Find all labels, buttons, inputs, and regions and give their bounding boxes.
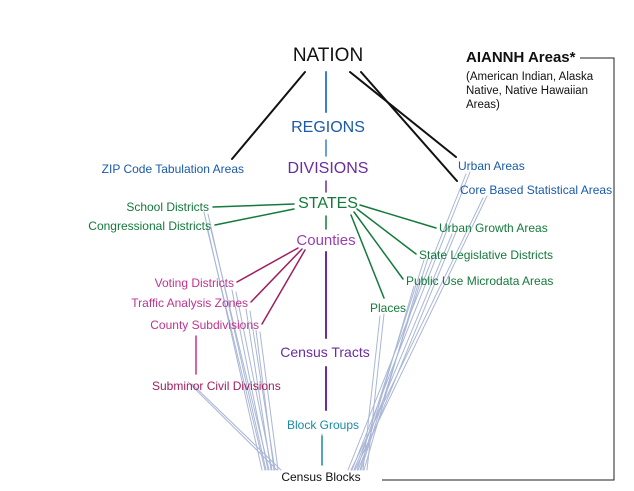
fan-line-left-5: [187, 381, 278, 471]
node-nation: NATION: [292, 45, 364, 66]
node-county-subdivisions: County Subdivisions: [150, 318, 259, 332]
fan-line-left-b-4: [259, 331, 279, 471]
link-states-urban-growth-areas: [359, 204, 437, 229]
fan-line-left-3: [245, 308, 272, 471]
link-states-places: [350, 214, 385, 299]
node-urban-growth-areas: Urban Growth Areas: [439, 221, 548, 235]
fan-line-right-4: [363, 283, 419, 471]
link-counties-voting-districts: [236, 247, 299, 283]
fan-line-right-0: [351, 171, 471, 471]
node-states: STATES: [298, 195, 358, 212]
node-census-tracts: Census Tracts: [280, 344, 370, 360]
node-state-legislative-districts: State Legislative Districts: [419, 248, 554, 262]
node-voting-districts: Voting Districts: [154, 276, 234, 290]
node-congressional-districts: Congressional Districts: [88, 219, 211, 233]
fan-line-right-b-5: [362, 315, 381, 471]
fan-line-left-2: [231, 289, 269, 471]
node-divisions: DIVISIONS: [287, 160, 369, 177]
fan-line-left-4: [255, 329, 275, 471]
fan-line-right-5: [366, 313, 385, 471]
aiannh-note: (American Indian, Alaska Native, Native …: [466, 71, 594, 111]
node-urban-areas: Urban Areas: [458, 159, 525, 173]
node-counties: Counties: [296, 232, 356, 249]
fan-line-right-2: [357, 231, 457, 471]
link-aiannh-census-blocks: [382, 57, 615, 481]
link-nation-cbsa: [360, 71, 458, 182]
link-states-school-districts: [212, 203, 295, 208]
link-nation-urban-areas: [349, 71, 457, 158]
node-subminor-civil-divisions: Subminor Civil Divisions: [152, 379, 281, 393]
fan-line-left-b-5: [191, 383, 282, 471]
link-states-congressional-districts: [214, 208, 295, 226]
fan-line-left-b-1: [210, 229, 270, 471]
link-counties-county-subdivisions: [261, 249, 306, 325]
link-states-puma: [353, 211, 404, 280]
link-states-state-legislative: [356, 208, 417, 255]
node-public-use-microdata-areas: Public Use Microdata Areas: [406, 274, 554, 288]
link-nation-zcta: [231, 71, 306, 160]
node-traffic-analysis-zones: Traffic Analysis Zones: [131, 296, 248, 310]
link-counties-traffic-zones: [250, 248, 303, 303]
node-census-blocks: Census Blocks: [281, 470, 361, 484]
node-block-groups: Block Groups: [286, 418, 360, 432]
fan-line-right-b-4: [359, 285, 415, 471]
fan-line-right-b-2: [353, 233, 453, 471]
node-places: Places: [370, 301, 407, 315]
node-aiannh-title: AIANNH Areas*: [466, 49, 576, 66]
node-core-based-statistical-areas: Core Based Statistical Areas: [460, 183, 613, 197]
node-school-districts: School Districts: [126, 200, 209, 214]
node-regions: REGIONS: [291, 119, 365, 136]
node-zcta: ZIP Code Tabulation Areas: [101, 162, 244, 176]
fan-line-left-1: [206, 227, 266, 471]
